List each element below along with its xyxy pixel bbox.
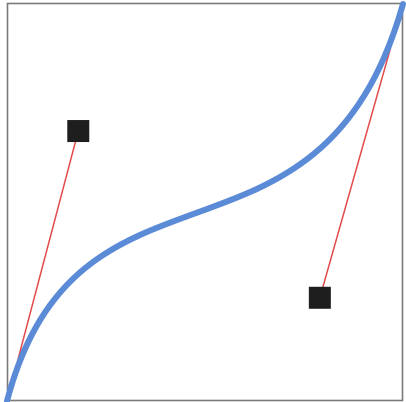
control-point-handle-2[interactable] (308, 286, 331, 309)
control-point-handle-1[interactable] (67, 120, 90, 143)
bezier-curve (4, 1, 406, 402)
editor-frame (6, 2, 404, 402)
